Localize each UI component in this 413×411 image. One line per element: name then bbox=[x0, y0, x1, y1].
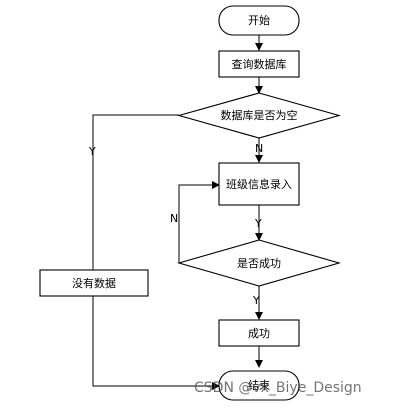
success-label: 成功 bbox=[248, 327, 270, 340]
success-decision-label: 是否成功 bbox=[237, 257, 281, 270]
database-empty-label: 数据库是否为空 bbox=[221, 108, 298, 122]
query-database-label: 查询数据库 bbox=[232, 57, 287, 71]
database-empty-decision bbox=[176, 92, 342, 139]
query-database-node bbox=[218, 50, 300, 78]
class-info-entry-label: 班级信息录入 bbox=[226, 177, 292, 191]
edge-label-empty-no: N bbox=[255, 142, 263, 155]
success-decision bbox=[177, 239, 341, 287]
edge-empty-yes-path bbox=[92, 114, 220, 390]
edge-label-empty-yes: Y bbox=[88, 145, 96, 158]
end-label: 结束 bbox=[248, 379, 270, 392]
end-node bbox=[218, 370, 300, 401]
edge-label-entry-yes: Y bbox=[254, 217, 262, 230]
watermark-text: CSDN @vx_Biye_Design bbox=[194, 380, 362, 396]
start-label: 开始 bbox=[248, 13, 270, 27]
no-data-label: 没有数据 bbox=[72, 276, 116, 290]
class-info-entry-node bbox=[218, 162, 300, 206]
edge-label-success-yes: Y bbox=[252, 294, 260, 307]
success-node bbox=[218, 319, 300, 347]
no-data-node bbox=[39, 269, 149, 297]
start-node bbox=[218, 5, 300, 36]
edge-retry-loop bbox=[178, 181, 220, 263]
edge-label-retry-no: N bbox=[170, 212, 178, 225]
